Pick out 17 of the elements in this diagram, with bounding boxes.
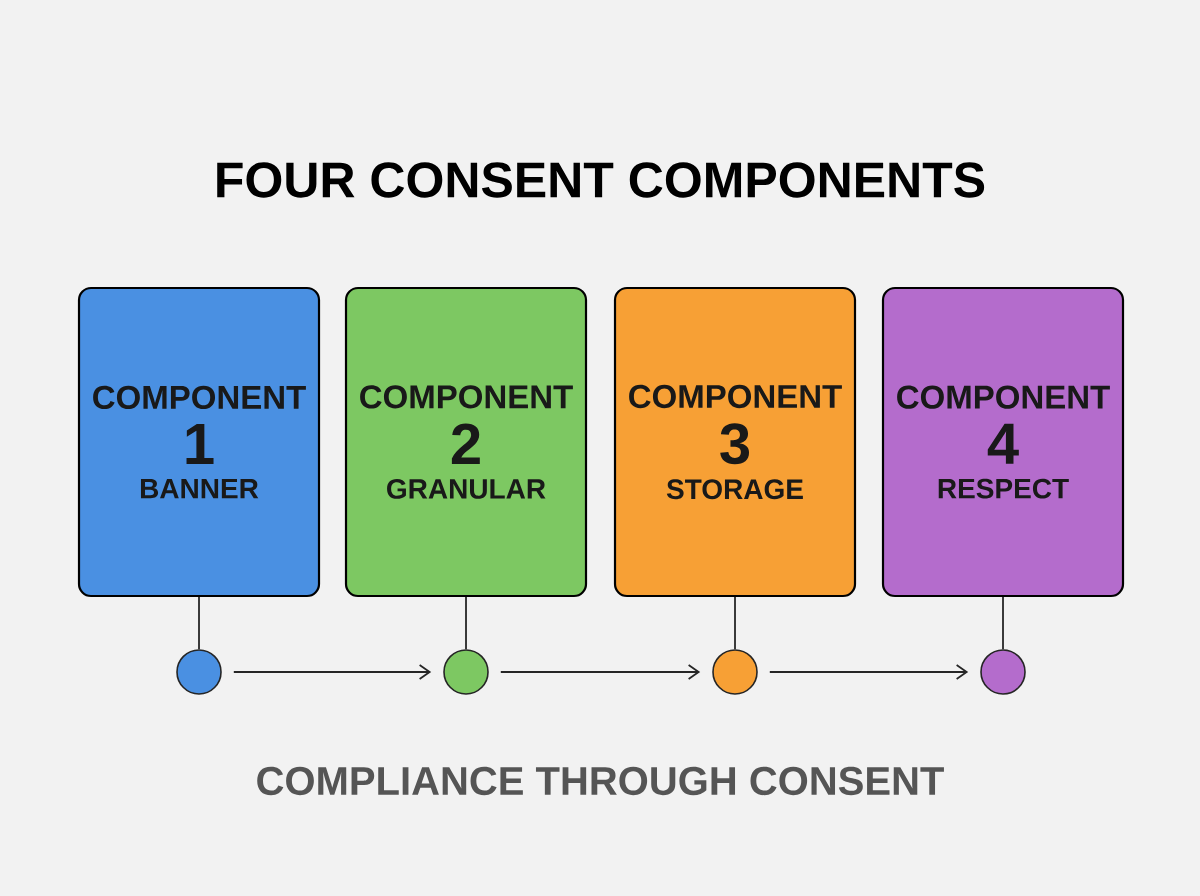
arrow xyxy=(499,664,701,680)
component-box: COMPONENT 2 GRANULAR xyxy=(344,286,588,598)
connector-line xyxy=(465,596,467,651)
caption: COMPLIANCE THROUGH CONSENT xyxy=(257,766,944,796)
connector-line xyxy=(198,596,200,651)
arrow xyxy=(768,664,969,680)
step-dot xyxy=(980,649,1026,695)
step-dot xyxy=(712,649,758,695)
connector-line xyxy=(1002,596,1004,651)
step-dot xyxy=(176,649,222,695)
component-box: COMPONENT 1 BANNER xyxy=(77,286,321,598)
arrow xyxy=(232,664,432,680)
connector-line xyxy=(734,596,736,651)
component-box: COMPONENT 3 STORAGE xyxy=(613,286,857,598)
title: FOUR CONSENT COMPONENTS xyxy=(217,162,985,198)
step-dot xyxy=(443,649,489,695)
component-box: COMPONENT 4 RESPECT xyxy=(881,286,1125,598)
